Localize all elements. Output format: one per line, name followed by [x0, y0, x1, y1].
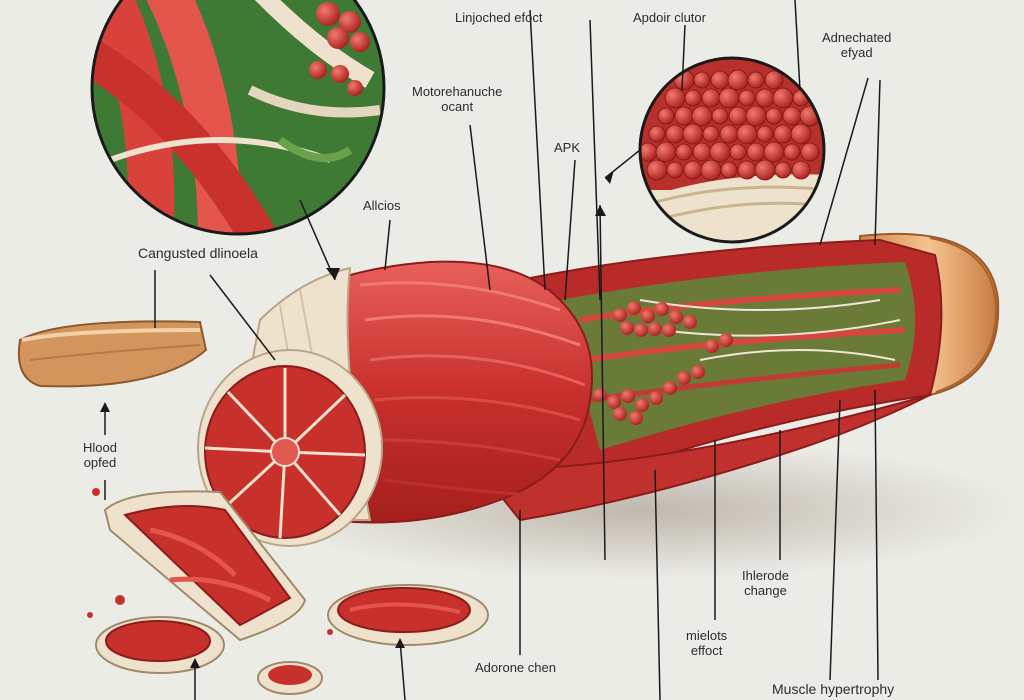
label-mielots: mielots effoct — [686, 628, 727, 658]
bead — [738, 89, 756, 107]
bead — [736, 123, 758, 145]
label-allcios: Allcios — [363, 198, 401, 213]
label-mielots-line2: effoct — [690, 643, 723, 658]
label-muscle-hypertrophy: Muscle hypertrophy — [772, 681, 895, 697]
label-apdoir-cluster: Apdoir clutor — [633, 10, 706, 25]
label-hlood-line2: opfed — [83, 455, 117, 470]
label-hlood: Hlood opfed — [83, 440, 117, 470]
bead — [746, 142, 766, 162]
label-adnechated-line2: efyad — [840, 45, 873, 60]
bead — [791, 160, 811, 180]
bead — [675, 143, 693, 161]
bead — [691, 105, 713, 127]
bead — [709, 141, 731, 163]
bead — [754, 159, 776, 181]
label-ihlerode-line1: Ihlerode — [742, 568, 789, 583]
bead — [655, 141, 677, 163]
bead — [755, 88, 775, 108]
bead — [665, 124, 685, 144]
label-adnechated: Adnechated efyad — [822, 30, 891, 60]
bead — [728, 106, 748, 126]
bead — [683, 160, 703, 180]
bead — [702, 125, 720, 143]
bead — [765, 107, 783, 125]
bead — [657, 107, 675, 125]
blood-drops — [87, 488, 333, 635]
bead — [666, 161, 684, 179]
bead — [648, 125, 666, 143]
bead — [711, 107, 729, 125]
bead — [790, 123, 812, 145]
magnified-fiber-view — [90, 0, 386, 236]
label-cangusted: Cangusted dlinoela — [138, 245, 258, 261]
label-hlood-line1: Hlood — [83, 440, 117, 455]
bead — [737, 160, 757, 180]
label-motorehanuche-line1: Motorehanuche — [412, 84, 503, 99]
label-adorone: Adorone chen — [475, 660, 556, 675]
disc-bottom-left — [95, 616, 225, 674]
main-muscle — [197, 232, 1000, 547]
bead — [774, 161, 792, 179]
bead — [700, 159, 722, 181]
bead — [772, 87, 794, 109]
bead — [756, 125, 774, 143]
bead — [692, 142, 712, 162]
bead — [783, 143, 801, 161]
bead — [718, 87, 740, 109]
label-limb-effect: Linjoched efoct — [455, 10, 543, 25]
slab-top-left — [18, 320, 208, 388]
label-adnechated-line1: Adnechated — [822, 30, 892, 45]
magnified-cluster-view — [638, 56, 826, 244]
label-mielots-line1: mielots — [686, 628, 728, 643]
label-motorehanuche: Motorehanuche ocant — [412, 84, 502, 114]
slab-bottom-left — [103, 490, 307, 642]
bead — [682, 123, 704, 145]
bead — [674, 106, 694, 126]
bead — [763, 141, 785, 163]
label-apk: APK — [554, 140, 581, 155]
label-ihlerode: Ihlerode change — [742, 568, 789, 598]
bead — [693, 71, 711, 89]
bead — [764, 70, 784, 90]
label-motorehanuche-line2: ocant — [441, 99, 474, 114]
disc-small — [257, 661, 323, 695]
arrow-heads — [100, 170, 614, 668]
bead — [727, 69, 749, 91]
bead — [720, 161, 738, 179]
leader-lines — [104, 0, 881, 700]
bead-cluster-center — [593, 301, 733, 425]
bead — [684, 89, 702, 107]
bead — [800, 142, 820, 162]
label-ihlerode-line2: change — [744, 583, 787, 598]
bead — [664, 87, 686, 109]
bead — [745, 105, 767, 127]
bead — [701, 88, 721, 108]
disc-bottom-center — [327, 584, 489, 646]
bead — [747, 71, 765, 89]
cross-section — [197, 349, 383, 547]
bead — [710, 70, 730, 90]
bead — [719, 124, 739, 144]
bead — [773, 124, 793, 144]
bead — [782, 106, 802, 126]
bead — [729, 143, 747, 161]
bead — [646, 159, 668, 181]
